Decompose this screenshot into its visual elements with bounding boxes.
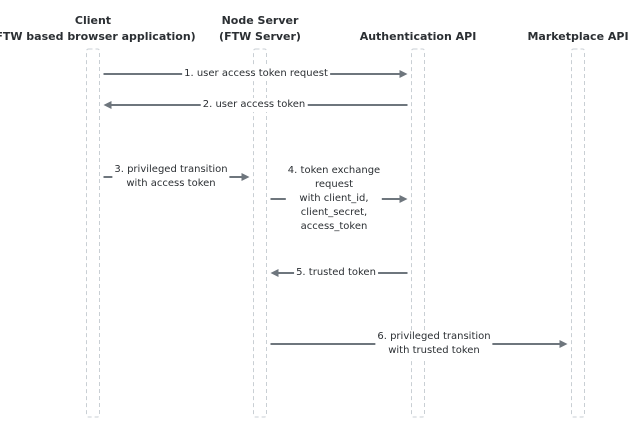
lifeline-node-server <box>253 48 267 418</box>
participant-auth-api-name: Authentication API <box>359 30 477 43</box>
arrow-4-head <box>399 195 408 203</box>
arrow-2-head <box>103 101 112 109</box>
participant-node-server-subtitle: (FTW Server) <box>219 30 301 43</box>
participant-marketplace-api-name: Marketplace API <box>527 30 629 43</box>
participant-node-server-name: Node Server <box>221 14 299 27</box>
message-3-line-2: with access token <box>126 178 216 189</box>
message-label-3: 3. privileged transition with access tok… <box>112 163 230 191</box>
lifeline-marketplace-api <box>571 48 585 418</box>
message-6-line-1: 6. privileged transition <box>377 331 491 342</box>
message-4-line-4: client_secret, <box>300 207 368 218</box>
message-6-line-2: with trusted token <box>388 345 480 356</box>
message-4-line-3: with client_id, <box>299 193 369 204</box>
lifeline-client <box>86 48 100 418</box>
message-3-line-1: 3. privileged transition <box>114 164 228 175</box>
message-2-text: 2. user access token <box>202 99 306 110</box>
participant-node-server-header: Node Server (FTW Server) <box>219 13 301 45</box>
arrow-3-head <box>241 173 250 181</box>
lifeline-auth-api <box>411 48 425 418</box>
participant-client-name: Client <box>74 14 112 27</box>
arrow-1-head <box>399 70 408 78</box>
message-label-1: 1. user access token request <box>182 67 330 81</box>
message-1-text: 1. user access token request <box>184 68 328 79</box>
message-label-5: 5. trusted token <box>294 266 378 280</box>
arrow-6-head <box>559 340 568 348</box>
participant-client-subtitle: (FTW based browser application) <box>0 30 196 43</box>
message-5-text: 5. trusted token <box>296 267 376 278</box>
message-label-4: 4. token exchange request with client_id… <box>285 164 383 234</box>
message-4-line-2: request <box>314 179 354 190</box>
message-label-6: 6. privileged transition with trusted to… <box>375 330 493 358</box>
participant-client-header: Client (FTW based browser application) <box>0 13 196 45</box>
participant-marketplace-api-header: Marketplace API <box>527 29 628 45</box>
message-label-2: 2. user access token <box>200 98 308 112</box>
arrow-5-head <box>270 269 279 277</box>
message-4-line-5: access_token <box>300 221 368 232</box>
participant-auth-api-header: Authentication API <box>360 29 477 45</box>
message-4-line-1: 4. token exchange <box>287 165 381 176</box>
